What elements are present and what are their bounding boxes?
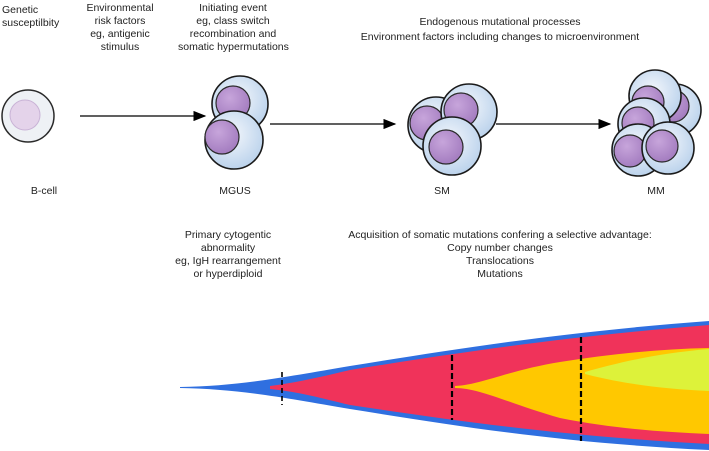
endogenous-processes-note: Endogenous mutational processes Environm… <box>360 16 640 43</box>
clone-green-band <box>585 349 709 391</box>
sm-cells-icon <box>407 83 498 176</box>
acquisition-mutations-note: Acquisition of somatic mutations conferi… <box>348 229 652 280</box>
clonal-evolution-plot <box>180 321 709 450</box>
stage-label-mm: MM <box>647 185 665 197</box>
environmental-risk-note: Environmental risk factors eg, antigenic… <box>86 2 154 53</box>
initiating-event-note: Initiating event eg, class switch recomb… <box>178 2 289 53</box>
primary-cytogenetic-note: Primary cytogentic abnormality eg, IgH r… <box>175 229 281 280</box>
mm-cells-icon <box>611 69 702 177</box>
stage-label-sm: SM <box>434 185 450 197</box>
stage-label-mgus: MGUS <box>219 185 251 197</box>
b-cell-icon <box>1 89 55 143</box>
mgus-cells-icon <box>204 75 269 170</box>
genetic-susceptibility-note: Genetic susceptilbity <box>2 4 60 29</box>
stage-label-b-cell: B-cell <box>30 185 58 197</box>
